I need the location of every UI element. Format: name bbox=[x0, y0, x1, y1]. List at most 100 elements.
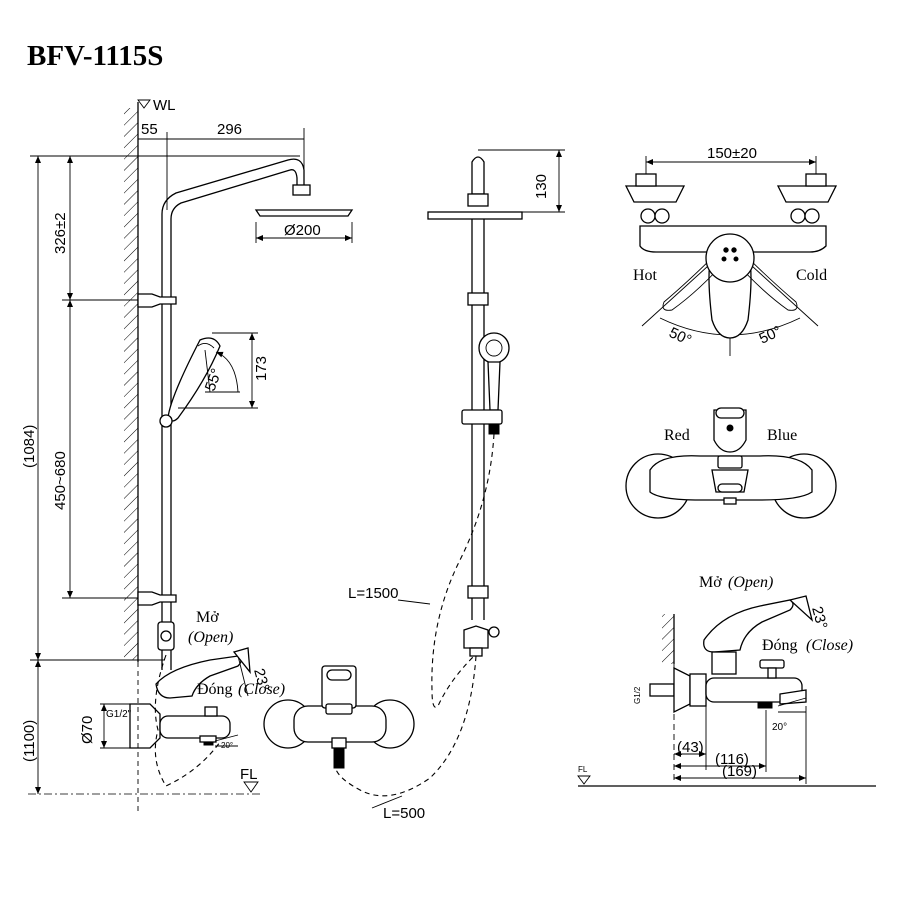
angle-ray bbox=[204, 349, 211, 393]
fm-spout-outlet bbox=[717, 483, 743, 493]
front-spout bbox=[331, 737, 347, 749]
front-bracket-lower bbox=[467, 585, 489, 599]
wall-bracket-lower bbox=[137, 591, 177, 606]
top-cartridge bbox=[705, 233, 755, 283]
fitting-right-nut-b bbox=[804, 208, 820, 224]
front-bracket-upper bbox=[467, 292, 489, 306]
fitting-right-top bbox=[776, 185, 838, 203]
thread-label: G1/2" bbox=[106, 709, 132, 720]
front-handheld-handle bbox=[487, 361, 501, 411]
lever-angle-ray bbox=[237, 655, 249, 697]
top-dot-a bbox=[723, 247, 729, 253]
angle-arc bbox=[215, 351, 239, 393]
head-connector bbox=[292, 184, 311, 196]
front-diverter-outlet bbox=[469, 647, 483, 657]
hot-angle: 50° bbox=[666, 324, 694, 349]
sm-thread: G1/2 bbox=[633, 686, 642, 704]
dim-handheld-length: 173 bbox=[253, 356, 270, 381]
front-head-connector bbox=[467, 193, 489, 207]
wall-hatch bbox=[124, 108, 138, 660]
wall-marker bbox=[137, 99, 151, 109]
dim-slide-range: 450~680 bbox=[52, 451, 69, 510]
side-mixer-view: 23° Mở (Open) Đóng (Close) 20° G1/2 (43)… bbox=[577, 574, 876, 787]
open-label-en: (Open) bbox=[188, 629, 233, 646]
front-diverter-knob bbox=[488, 626, 500, 638]
sm-nut bbox=[689, 673, 707, 707]
close-label-vi: Đóng bbox=[197, 681, 233, 698]
fm-diverter bbox=[717, 455, 743, 469]
side-view: WL 55 296 326±2 450~680 (1084) (1100) Ø2… bbox=[21, 97, 354, 812]
front-mixer-view: Red Blue bbox=[625, 407, 837, 519]
short-hose bbox=[334, 655, 477, 797]
mixer-body bbox=[159, 715, 231, 739]
sm-dim-b: (116) bbox=[715, 751, 749, 768]
front-arm-top bbox=[471, 156, 485, 195]
riser-pipe-outer bbox=[161, 158, 305, 640]
sm-escutcheon bbox=[673, 666, 691, 714]
front-slide-holder bbox=[461, 409, 503, 425]
sm-angle-wedge bbox=[788, 595, 814, 622]
blue-label: Blue bbox=[767, 427, 797, 444]
front-shower-head bbox=[427, 211, 523, 220]
mixer-lever bbox=[155, 655, 242, 699]
riser-pipe-inner bbox=[170, 169, 298, 640]
mixer-spout bbox=[199, 735, 217, 743]
diverter-knob bbox=[160, 630, 172, 642]
sm-spout bbox=[779, 689, 807, 705]
floor-label: FL bbox=[240, 766, 258, 783]
top-lever-hot bbox=[662, 249, 729, 311]
front-view: 130 L=1500 L=500 bbox=[263, 149, 565, 822]
sm-lever-angle: 23° bbox=[808, 605, 830, 631]
dim-total-upper: (1084) bbox=[21, 425, 38, 468]
spout-angle-ray bbox=[214, 734, 239, 742]
wall-bracket-upper bbox=[137, 293, 177, 308]
fitting-right-cap bbox=[805, 173, 827, 187]
fm-indicator bbox=[726, 424, 734, 432]
sm-open-vi: Mở bbox=[699, 574, 722, 591]
fitting-right-nut-a bbox=[790, 208, 806, 224]
fm-bottom bbox=[723, 497, 737, 505]
dim-total-lower: (1100) bbox=[21, 720, 38, 762]
sm-wall-hatch bbox=[662, 614, 674, 664]
shower-head bbox=[254, 209, 354, 217]
sm-spout-angle: 20° bbox=[772, 722, 787, 733]
sm-close-vi: Đóng bbox=[762, 637, 798, 654]
dim-mixer-width: Ø70 bbox=[79, 716, 96, 744]
handheld-shower bbox=[167, 337, 221, 422]
mixer-diverter-knob bbox=[204, 706, 218, 717]
fitting-left-top bbox=[624, 185, 686, 203]
product-title: BFV-1115S bbox=[27, 40, 163, 72]
sm-lever bbox=[703, 599, 794, 653]
top-lever-cold bbox=[731, 249, 798, 311]
sm-inlet bbox=[649, 683, 675, 697]
front-hose-connector bbox=[488, 423, 500, 435]
sm-diverter-stem bbox=[767, 667, 777, 679]
sm-floor-label: FL bbox=[578, 765, 588, 774]
side-hose bbox=[154, 654, 221, 787]
wall-label: WL bbox=[153, 97, 176, 114]
top-view: 150±20 Hot Cold 50° 50° bbox=[624, 145, 838, 356]
lever-angle: 23° bbox=[250, 667, 272, 693]
fitting-left-cap bbox=[635, 173, 657, 187]
dim-head-height: 130 bbox=[533, 174, 550, 199]
fm-lever-top bbox=[715, 407, 745, 419]
floor-marker bbox=[243, 781, 259, 793]
leader-long bbox=[397, 599, 431, 605]
cold-label: Cold bbox=[796, 267, 827, 284]
lever-angle-wedge bbox=[232, 647, 251, 675]
sm-close-en: (Close) bbox=[806, 637, 853, 654]
open-label-vi: Mở bbox=[196, 609, 219, 626]
sm-dim-c: (169) bbox=[722, 763, 757, 780]
dim-handheld-angle: 55° bbox=[202, 366, 226, 393]
spout-outlet bbox=[203, 741, 214, 746]
top-dot-c bbox=[721, 256, 727, 262]
front-diverter bbox=[463, 625, 489, 649]
dim-top-height: 326±2 bbox=[52, 212, 69, 254]
sm-open-en: (Open) bbox=[728, 574, 773, 591]
top-dot-d bbox=[733, 256, 739, 262]
fitting-left-nut-b bbox=[654, 208, 670, 224]
sm-floor-marker bbox=[577, 775, 591, 785]
leader-short bbox=[371, 795, 403, 809]
sm-cartridge bbox=[711, 651, 737, 675]
